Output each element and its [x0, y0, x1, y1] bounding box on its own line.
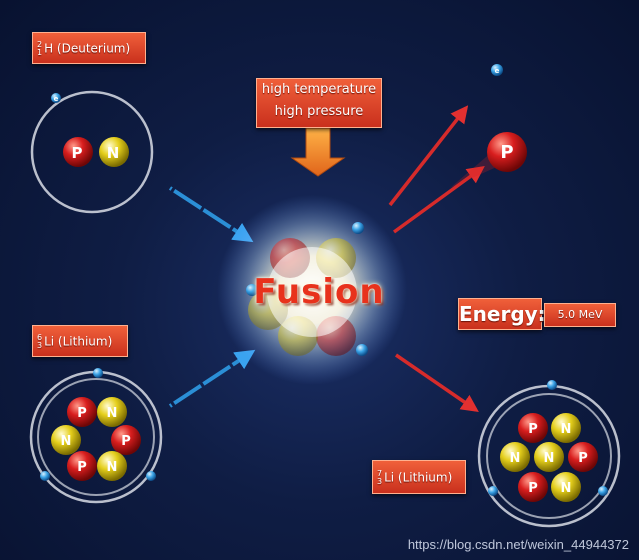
energy-label: Energy: — [458, 298, 546, 330]
neutron-letter: N — [544, 451, 555, 466]
proton — [67, 397, 97, 427]
arrow-to-electron — [388, 105, 469, 207]
glow-core — [267, 247, 357, 337]
deuterium-atom — [30, 90, 154, 214]
particle-letters: P N P e e P N N P P N P N N N P P N — [54, 67, 588, 496]
atomic-number: 1 — [37, 47, 43, 57]
lithium7-atom — [477, 380, 621, 528]
electron — [246, 284, 258, 296]
proton — [67, 451, 97, 481]
proton — [568, 442, 598, 472]
neutron — [99, 137, 129, 167]
fusion-core — [217, 195, 407, 385]
proton — [518, 413, 548, 443]
mass-number: 6 — [37, 332, 43, 342]
proton-letter: P — [121, 434, 131, 449]
neutron — [551, 472, 581, 502]
neutron — [51, 425, 81, 455]
electron-orbit-outer — [29, 370, 163, 504]
emitted-electron — [491, 64, 503, 76]
electron — [598, 486, 608, 496]
proton — [111, 425, 141, 455]
atomic-number: 3 — [377, 476, 383, 486]
electron-letter: e — [495, 67, 500, 75]
conditions-line-2: high pressure — [274, 104, 364, 119]
arrow-to-lithium7 — [395, 353, 479, 412]
neutron-letter: N — [107, 460, 118, 475]
mass-number: 7 — [377, 468, 383, 478]
electron — [352, 222, 364, 234]
proton-letter: P — [72, 144, 83, 162]
neutron — [534, 442, 564, 472]
electron — [547, 380, 557, 390]
lithium6-atom — [29, 368, 163, 504]
label-text: H (Deuterium) — [44, 41, 131, 56]
arrow-lithium6-to-fusion — [168, 349, 256, 408]
label-text: Li (Lithium) — [384, 470, 453, 485]
electron — [93, 368, 103, 378]
proton-letter: P — [77, 460, 87, 475]
proton — [518, 472, 548, 502]
neutron-letter: N — [61, 434, 72, 449]
neutron-letter: N — [107, 406, 118, 421]
neutron — [97, 397, 127, 427]
atomic-number: 3 — [37, 340, 43, 350]
proton-letter: P — [528, 422, 538, 437]
proton-letter: P — [528, 481, 538, 496]
electron-orbit-inner — [486, 393, 612, 519]
pressure-arrow — [290, 127, 346, 177]
electron-letter: e — [54, 95, 59, 103]
neutron-letter: N — [510, 451, 521, 466]
neutron-letter: N — [107, 144, 120, 162]
arrow-to-proton — [392, 165, 485, 234]
electron — [488, 486, 498, 496]
proton-letter: P — [578, 451, 588, 466]
electron — [40, 471, 50, 481]
label-text: Li (Lithium) — [44, 334, 113, 349]
emitted-proton — [487, 132, 527, 172]
electron-orbit — [30, 90, 154, 214]
proton-letter: P — [500, 142, 513, 163]
watermark: https://blog.csdn.net/weixin_44944372 — [407, 537, 629, 552]
electron — [146, 471, 156, 481]
fusion-title: Fusion — [253, 272, 385, 312]
arrow-deuterium-to-fusion — [168, 186, 254, 243]
proton-letter: P — [77, 406, 87, 421]
neutron — [97, 451, 127, 481]
mass-number: 2 — [37, 39, 43, 49]
conditions-line-1: high temperature — [261, 82, 377, 97]
neutron-letter: N — [561, 481, 572, 496]
neutron-letter: N — [561, 422, 572, 437]
neutron — [500, 442, 530, 472]
electron — [51, 93, 61, 103]
electron — [356, 344, 368, 356]
energy-value: 5.0 MeV — [544, 303, 616, 327]
conditions-label: high temperature high pressure — [256, 78, 382, 128]
proton — [63, 137, 93, 167]
electron-orbit-inner — [37, 378, 155, 496]
neutron — [551, 413, 581, 443]
